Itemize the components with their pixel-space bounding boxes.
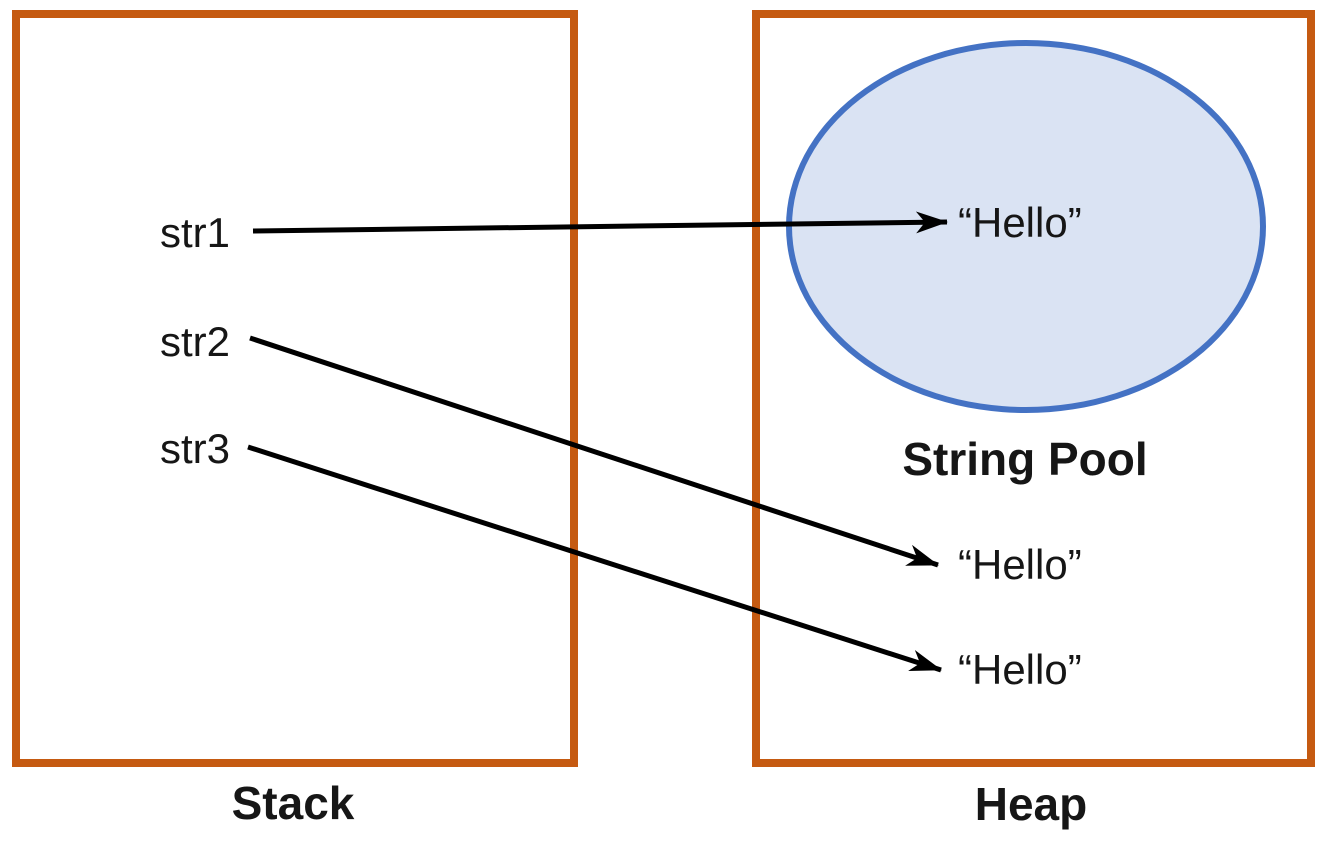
stack-variable-str1: str1	[160, 209, 231, 256]
stack-box	[12, 10, 578, 767]
heap-box-label: Heap	[974, 778, 1088, 830]
heap-hello-value-2: “Hello”	[958, 646, 1082, 693]
stack-variable-str2: str2	[160, 318, 231, 365]
heap-hello-value-1: “Hello”	[958, 541, 1082, 588]
string-pool-hello-value: “Hello”	[958, 199, 1082, 246]
stack-variable-str3: str3	[160, 425, 231, 472]
string-pool-label: String Pool	[902, 433, 1148, 485]
stack-box-label: Stack	[231, 777, 355, 829]
